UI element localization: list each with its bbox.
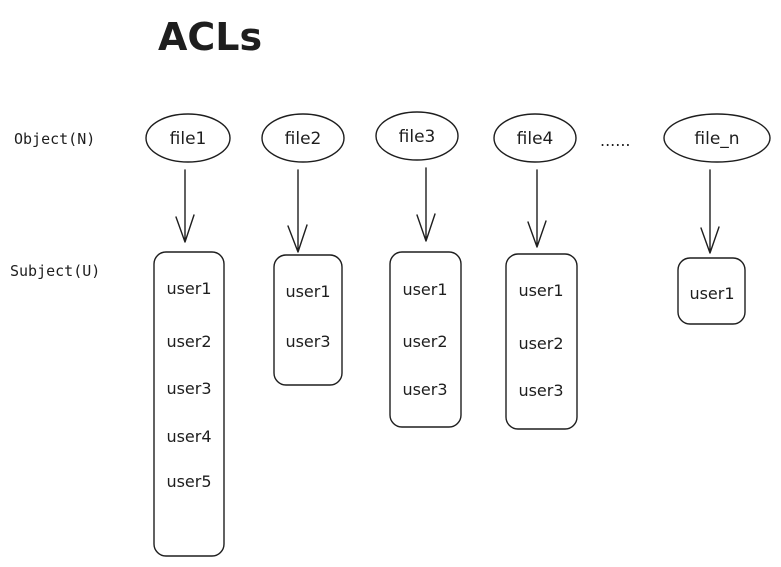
diagram-title: ACLs: [158, 15, 262, 59]
user-item: user3: [402, 380, 447, 399]
user-item: user2: [518, 334, 563, 353]
user-item: user1: [518, 281, 563, 300]
file-node-ellipse: [261, 113, 345, 163]
user-list-box: [389, 251, 462, 428]
acl-column-file4: file4 user1 user2 user3: [493, 113, 578, 430]
more-files-ellipsis: ......: [600, 131, 631, 150]
file-node-label: file1: [170, 129, 207, 149]
file-node-ellipse: [663, 113, 771, 163]
user-item: user1: [689, 284, 734, 303]
user-item: user1: [166, 279, 211, 298]
user-item: user5: [166, 472, 211, 491]
user-item: user4: [166, 427, 211, 446]
user-item: user1: [402, 280, 447, 299]
file-node-label: file_n: [694, 129, 739, 149]
subject-row-label: Subject(U): [10, 262, 100, 280]
file-node-ellipse: [493, 113, 577, 163]
user-list-box: [273, 254, 343, 386]
arrow-icon: [287, 169, 308, 253]
acl-column-file1: file1 user1 user2 user3 user4 user5: [145, 113, 231, 557]
user-list-box: [153, 251, 225, 557]
arrow-icon: [700, 169, 720, 254]
user-item: user1: [285, 282, 330, 301]
file-node-label: file2: [285, 129, 322, 149]
user-list-box: [505, 253, 578, 430]
file-node-label: file3: [399, 127, 436, 147]
object-row-label: Object(N): [14, 130, 95, 148]
file-node-ellipse: [375, 111, 459, 161]
arrow-icon: [175, 169, 195, 243]
user-list-box: [677, 257, 746, 325]
file-node-ellipse: [145, 113, 231, 163]
user-item: user3: [166, 379, 211, 398]
file-node-label: file4: [517, 129, 554, 149]
acl-column-file3: file3 user1 user2 user3: [375, 111, 462, 428]
acl-column-file2: file2 user1 user3: [261, 113, 345, 386]
user-item: user3: [285, 332, 330, 351]
user-item: user2: [166, 332, 211, 351]
acl-column-file-n: file_n user1: [663, 113, 771, 325]
user-item: user2: [402, 332, 447, 351]
arrow-icon: [416, 167, 436, 242]
user-item: user3: [518, 381, 563, 400]
arrow-icon: [527, 169, 547, 248]
